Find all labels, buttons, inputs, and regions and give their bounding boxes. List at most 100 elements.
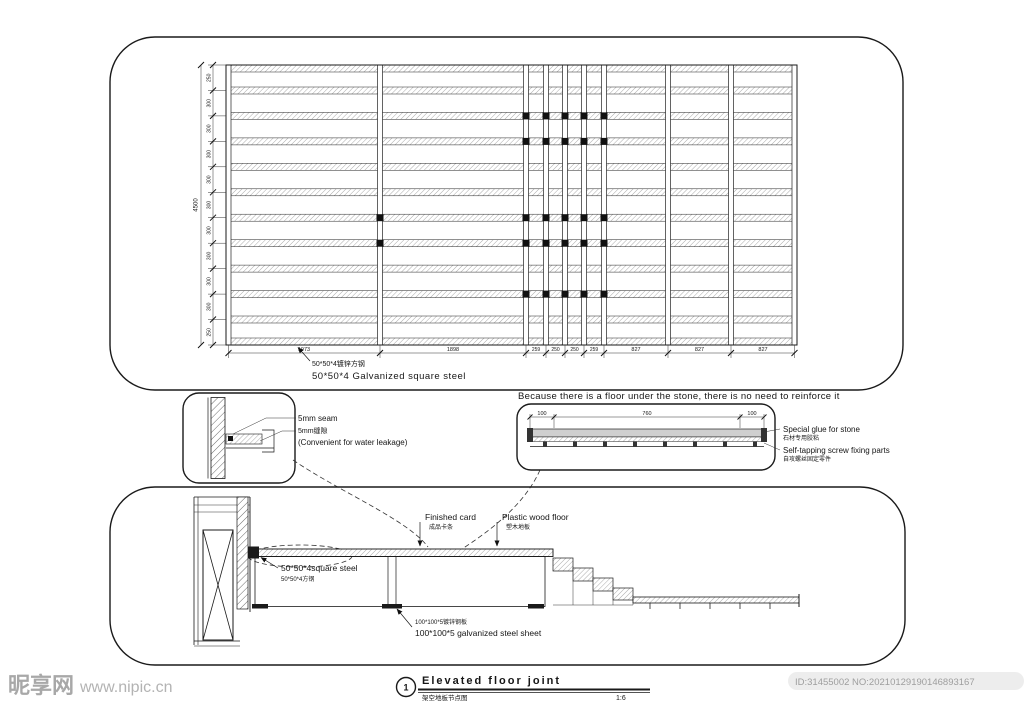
dim-ticks-stone [527,414,767,428]
detail-number-bubble [395,676,417,698]
square-steel-label-cn: 50*50*4方钢 [281,575,314,583]
connector-plate [580,239,588,247]
plan-joist-band [225,112,798,120]
seam-detail: 5mm seam 5mm缝隙 (Convenient for water lea… [182,392,408,484]
connector-plate [580,137,588,145]
stone-support [663,441,667,447]
connector-plate [542,214,550,222]
dashed-reference-curve [461,469,541,550]
connector-plate [542,239,550,247]
dim-value: 250 [570,347,579,353]
plan-steel-member [728,64,734,346]
leader-line [763,442,781,451]
dim-value: 300 [207,150,213,159]
connector-plate [561,137,569,145]
plan-joist-band [225,290,798,298]
plan-steel-member [225,64,232,346]
stone-support [723,441,727,447]
plastic-floor-label-en: Plastic wood floor [502,512,569,522]
plan-joist-band [225,337,798,346]
leader-line [232,417,296,435]
dim-value: 259 [590,347,599,353]
dim-value: 259 [532,347,541,353]
leader-line [260,557,279,569]
plan-steel-member [523,64,529,346]
detail-title: Elevated floor joint [422,675,561,687]
plan-joist-band [225,188,798,197]
dim-value: 1898 [447,347,459,353]
watermark-site-url: www.nipic.cn [79,679,172,696]
dim-ticks-bottom [225,345,798,358]
dim-value: 827 [695,347,704,353]
connector-plate [542,137,550,145]
watermark-site-name: 昵享网 [8,673,74,698]
connector-plate [561,214,569,222]
wall-hatch [210,397,226,479]
edge-steel-tube [248,546,259,559]
end-block [527,428,533,442]
watermark-id-text: ID:31455002 NO:20210129190146893167 [795,677,975,688]
finished-card-label-cn: 成品卡条 [429,523,453,531]
seam-label-en: 5mm seam [298,414,338,423]
connector-plate [522,239,530,247]
section-panel-border [109,486,906,666]
detail-scale: 1:6 [616,695,626,702]
plan-joist-band [225,163,798,171]
connector-plate [376,214,384,222]
leader-line [396,608,413,628]
stone-detail-border [516,403,776,471]
finished-card-label-en: Finished card [425,512,476,522]
connector-plate [561,290,569,298]
floor-deck [249,548,554,557]
connector-plate [522,137,530,145]
connector-plate [522,290,530,298]
plan-steel-member [581,64,587,346]
connector-plate [600,239,608,247]
ground-rail [632,596,800,604]
steps [552,557,634,606]
plan-note-en: 50*50*4 Galvanized square steel [312,371,466,382]
plastic-floor-label-cn: 塑木地板 [506,523,530,531]
steel-sheet-label-cn: 100*100*5镀锌钢板 [415,618,467,626]
connector-plate [580,290,588,298]
plan-steel-member [543,64,549,346]
dim-value: 300 [207,201,213,210]
dim-value: 1973 [298,347,310,353]
end-block [761,428,767,442]
connector-plate [600,112,608,120]
seam-point [228,436,233,441]
edge-bracket [262,429,275,453]
watermarks: 昵享网 www.nipic.cn ID:31455002 NO:20210129… [8,672,1024,698]
detail-number: 1 [403,683,408,693]
connector-plate [522,112,530,120]
dim-value: 100 [747,411,756,417]
square-steel-label-en: 50*50*4square steel [281,563,358,573]
step [592,577,614,592]
stone-supports [543,441,757,447]
glue-layer [529,436,765,442]
connector-plate [522,214,530,222]
stone-support [633,441,637,447]
connector-plate [376,239,384,247]
section-panel: Finished card 成品卡条 Plastic wood floor 塑木… [109,486,906,666]
steel-sheet-label-en: 100*100*5 galvanized steel sheet [415,628,542,638]
connector-plate [542,290,550,298]
leader-line [259,430,296,442]
plan-joist-band [225,239,798,247]
connector-plate [561,112,569,120]
connector-plate [600,290,608,298]
dim-value: 250 [207,73,213,82]
dim-value: 300 [207,226,213,235]
title-block: 1 Elevated floor joint 架空地板节点图 1:6 [395,675,650,702]
leader-line [297,347,311,362]
seam-note: (Convenient for water leakage) [298,438,408,447]
step [572,567,594,582]
rail-supports [649,603,771,609]
dim-value: 300 [207,277,213,286]
connector-plate [542,112,550,120]
glue-label-cn: 石材专用胶粘 [783,434,819,442]
step [552,557,574,572]
stone-support [543,441,547,447]
dim-value: 827 [631,347,640,353]
